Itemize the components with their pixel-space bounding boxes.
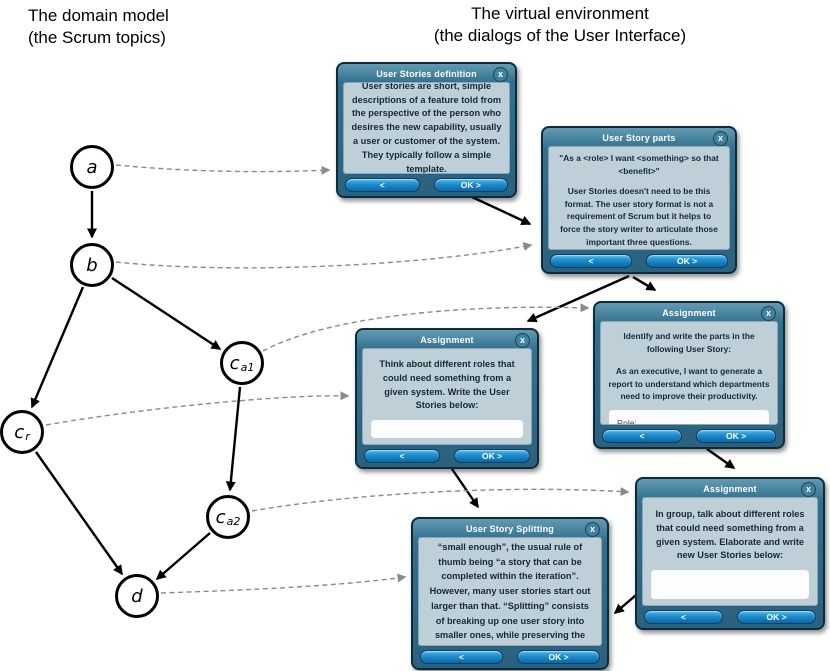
back-button[interactable]: < — [420, 650, 503, 664]
dialog-body: "As a <role> I want <something> so that … — [548, 146, 730, 250]
dialog-titlebar: User Story parts x — [548, 130, 730, 146]
close-icon[interactable]: x — [761, 306, 776, 321]
dialog-text: In group, talk about different roles tha… — [655, 509, 805, 561]
node-a-label: a — [86, 156, 98, 178]
left-column-heading: The domain model (the Scrum topics) — [28, 5, 169, 49]
dialog-buttons: < OK > — [343, 174, 510, 193]
dialog-text: User stories are short, simple descripti… — [351, 82, 502, 174]
ok-button[interactable]: OK > — [517, 650, 600, 664]
new-user-stories-textarea[interactable] — [651, 570, 809, 599]
dialog-titlebar: User Story Splitting x — [418, 521, 602, 537]
node-ca1-label: c — [229, 352, 240, 374]
ok-button[interactable]: OK > — [454, 449, 530, 463]
back-button[interactable]: < — [602, 429, 682, 443]
right-heading-line2: (the dialogs of the User Interface) — [433, 26, 687, 46]
dialog-title: User Story parts — [602, 133, 676, 143]
left-heading-line1: The domain model — [28, 6, 169, 25]
back-button[interactable]: < — [345, 178, 420, 192]
dialog-title: Assignment — [662, 308, 716, 318]
dialog-body: Before a user story is ready to be sched… — [418, 537, 602, 646]
dialog-body: Identify and write the parts in the foll… — [600, 321, 778, 425]
dialog-titlebar: User Stories definition x — [343, 66, 510, 82]
dialog-title: User Story Splitting — [465, 524, 554, 534]
close-icon[interactable]: x — [493, 67, 508, 82]
dialog-text: Before a user story is ready to be sched… — [429, 541, 591, 641]
node-cr-subscript: r — [25, 430, 30, 443]
back-button[interactable]: < — [364, 449, 440, 463]
story-parts-form[interactable]: Role: Functionality: Benefit: — [609, 410, 769, 425]
ok-button[interactable]: OK > — [433, 178, 508, 192]
dialog-titlebar: Assignment x — [642, 481, 818, 497]
dialog-assignment-write-stories: Assignment x Think about different roles… — [355, 328, 539, 469]
right-column-heading: The virtual environment (the dialogs of … — [395, 3, 725, 47]
back-button[interactable]: < — [644, 610, 723, 624]
dialog-body: In group, talk about different roles tha… — [642, 497, 818, 606]
dialog-text-1: Identify and write the parts in the foll… — [623, 331, 755, 354]
node-ca2-subscript: a2 — [226, 515, 241, 528]
dialog-buttons: < OK > — [548, 250, 730, 269]
back-button[interactable]: < — [550, 254, 632, 268]
left-heading-line2: (the Scrum topics) — [28, 28, 166, 48]
story-template-quote: "As a <role> I want <something> so that … — [559, 153, 719, 176]
dialog-buttons: < OK > — [642, 606, 818, 625]
dialog-titlebar: Assignment x — [362, 332, 532, 348]
close-icon[interactable]: x — [515, 333, 530, 348]
dialog-assignment-group: Assignment x In group, talk about differ… — [635, 477, 825, 630]
node-b-label: b — [86, 254, 98, 276]
dialog-title: Assignment — [703, 484, 757, 494]
ok-button[interactable]: OK > — [696, 429, 776, 443]
role-field-label: Role: — [617, 418, 637, 425]
dialog-user-stories-definition: User Stories definition x User stories a… — [336, 62, 517, 198]
dialog-text-2: As an executive, I want to generate a re… — [608, 366, 770, 402]
dialog-body: User stories are short, simple descripti… — [343, 82, 510, 174]
node-a: a — [70, 145, 114, 189]
right-heading-line1: The virtual environment — [471, 4, 649, 23]
close-icon[interactable]: x — [585, 522, 600, 537]
dialog-titlebar: Assignment x — [600, 305, 778, 321]
node-ca2-label: c — [215, 506, 226, 528]
close-icon[interactable]: x — [713, 131, 728, 146]
node-d-label: d — [131, 585, 143, 607]
dialog-buttons: < OK > — [362, 445, 532, 464]
dialog-user-story-splitting: User Story Splitting x Before a user sto… — [411, 517, 609, 670]
dialog-title: User Stories definition — [376, 69, 477, 79]
dialog-text: User Stories doesn't need to be this for… — [560, 186, 718, 247]
dialog-body: Think about different roles that could n… — [362, 348, 532, 445]
ok-button[interactable]: OK > — [646, 254, 728, 268]
node-b: b — [70, 243, 114, 287]
dialog-user-story-parts: User Story parts x "As a <role> I want <… — [541, 126, 737, 274]
dialog-title: Assignment — [420, 335, 474, 345]
node-d: d — [115, 574, 159, 618]
node-ca1-subscript: a1 — [240, 361, 255, 374]
dialog-text: Think about different roles that could n… — [379, 359, 515, 411]
dialog-buttons: < OK > — [600, 425, 778, 444]
user-stories-textarea[interactable] — [371, 420, 523, 438]
ok-button[interactable]: OK > — [737, 610, 816, 624]
dialog-buttons: < OK > — [418, 646, 602, 665]
node-cr-label: c — [14, 421, 25, 443]
close-icon[interactable]: x — [801, 482, 816, 497]
dialog-assignment-identify-parts: Assignment x Identify and write the part… — [593, 301, 785, 449]
